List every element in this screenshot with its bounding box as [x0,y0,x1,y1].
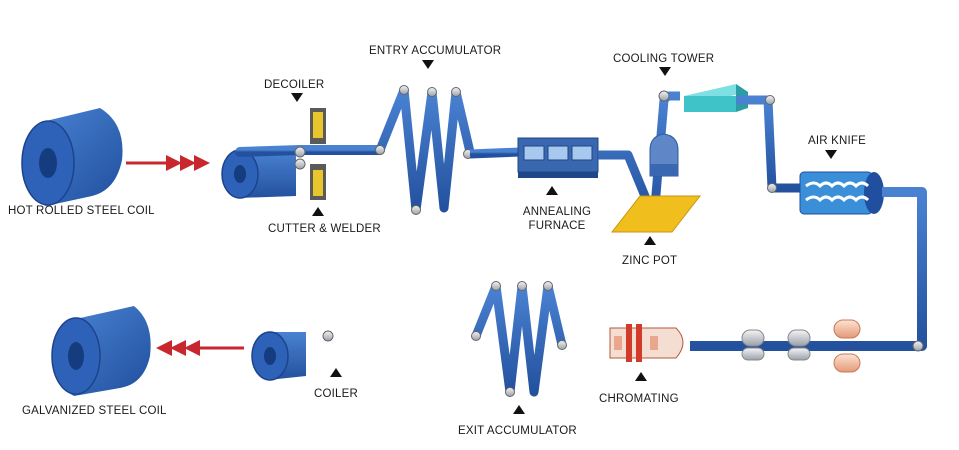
triangle-pointer-icon [659,67,671,76]
input-direction-arrows [126,155,210,171]
annealing-furnace-icon [517,137,599,178]
strip-cooling-to-airknife [736,95,800,193]
cooling-tower-label: COOLING TOWER [613,53,715,65]
chromating-label: CHROMATING [599,393,679,405]
hot-rolled-coil-label: HOT ROLLED STEEL COIL [8,205,155,217]
triangle-pointer-icon [330,368,342,377]
air-knife-icon [799,171,884,215]
strip-return-loop [690,187,927,351]
zinc-pot-icon [610,90,702,233]
zinc-pot-label: ZINC POT [622,255,678,267]
triangle-pointer-icon [825,150,837,159]
output-direction-arrows [156,340,244,356]
coiler-coil-icon [251,331,306,381]
cooling-tower-icon [684,84,748,112]
triangle-pointer-icon [635,372,647,381]
galvanized-coil-label: GALVANIZED STEEL COIL [22,405,167,417]
annealing-furnace-label-line2: FURNACE [528,220,586,232]
cutter-welder-icon [294,108,326,200]
chromating-unit-icon [609,324,684,362]
galvanized-coil-icon [51,306,151,396]
decoiler-label: DECOILER [264,79,325,91]
bottom-rollers [741,319,861,373]
roller-icon [787,329,811,361]
roller-icon [741,329,765,361]
cutter-welder-label: CUTTER & WELDER [268,223,381,235]
exit-accumulator-loops [471,281,567,397]
triangle-pointer-icon [644,236,656,245]
strip-top-section-1 [235,145,385,157]
decoiler-coil-icon [221,149,296,199]
annealing-furnace-label-line1: ANNEALING [522,206,592,218]
triangle-pointer-icon [422,60,434,69]
air-knife-label: AIR KNIFE [808,135,867,147]
roller-icon [833,319,861,373]
triangle-pointer-icon [546,186,558,195]
coiler-label: COILER [314,388,359,400]
triangle-pointer-icon [513,405,525,414]
triangle-pointer-icon [312,207,324,216]
strip-to-furnace [469,147,521,159]
entry-accumulator-label: ENTRY ACCUMULATOR [369,45,502,57]
entry-accumulator-loops [375,85,475,215]
exit-accumulator-label: EXIT ACCUMULATOR [458,425,577,437]
triangle-pointer-icon [291,93,303,102]
hot-rolled-coil-icon [21,108,123,206]
